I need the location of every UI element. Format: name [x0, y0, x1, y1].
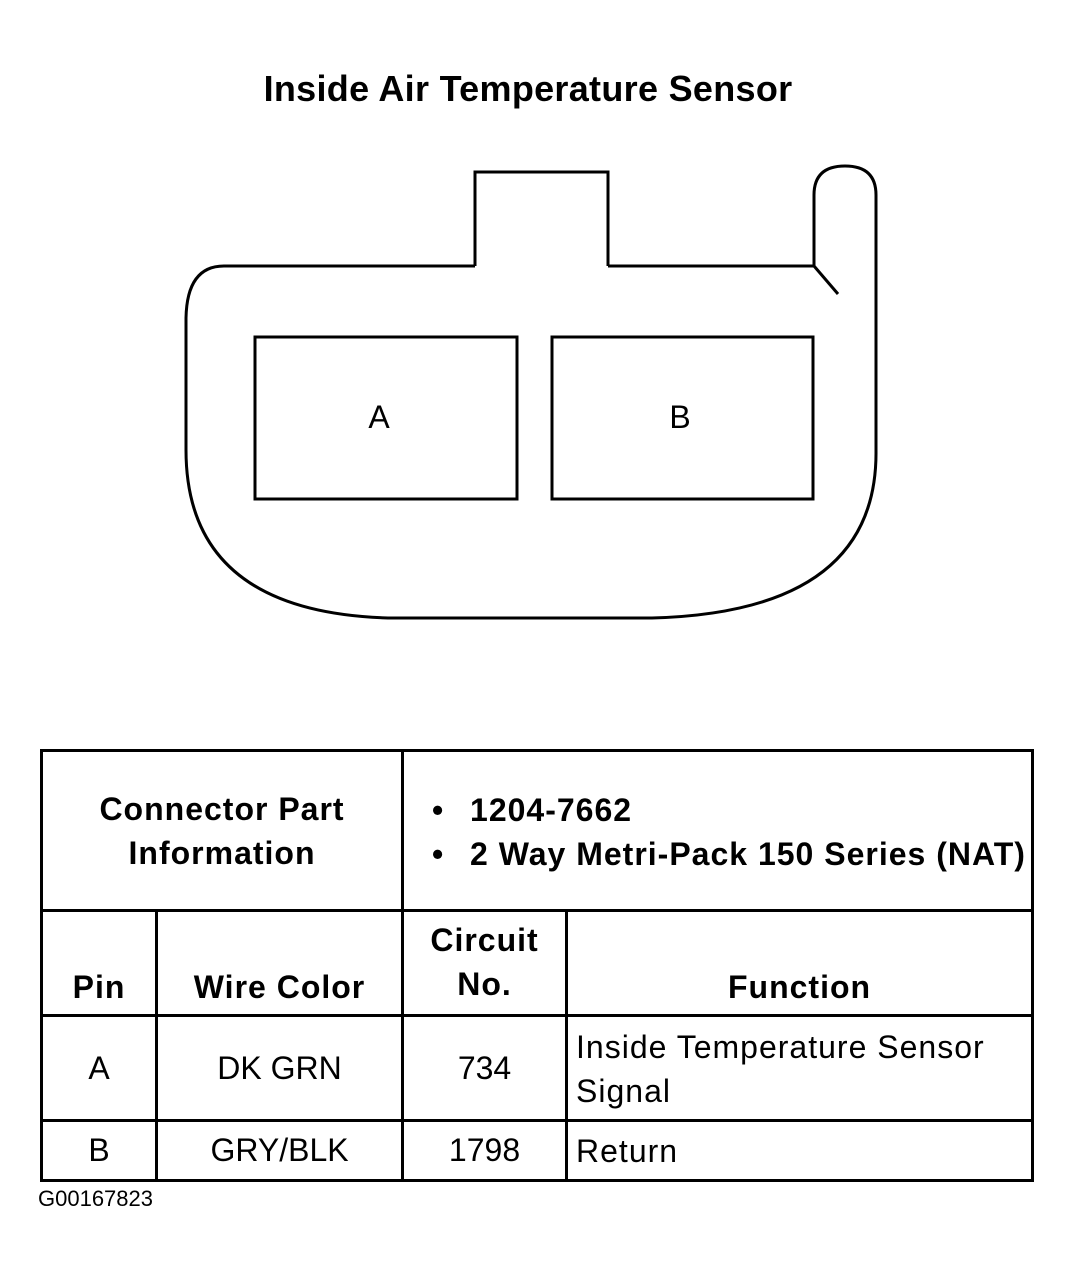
row-a-pin: A — [40, 1014, 158, 1122]
part-info-label: Connector Part Information — [39, 749, 405, 912]
part-series: 2 Way Metri-Pack 150 Series (NAT) — [432, 832, 1031, 876]
pin-cavity-b — [550, 335, 815, 501]
row-a-wire-color: DK GRN — [154, 1014, 405, 1122]
connector-top-tab — [473, 170, 610, 266]
row-b-wire-color: GRY/BLK — [154, 1119, 405, 1182]
part-number: 1204-7662 — [432, 788, 1031, 832]
pin-b-label: B — [669, 399, 690, 435]
connector-drawing: A B — [184, 164, 878, 620]
figure-id: G00167823 — [38, 1186, 153, 1211]
header-function: Function — [565, 909, 1035, 1017]
row-b-circuit: 1798 — [401, 1119, 569, 1182]
connector-latch-line — [812, 265, 840, 295]
connector-body — [184, 164, 878, 620]
pin-cavity-a — [253, 335, 519, 501]
part-info-row: Connector Part Information 1204-7662 2 W… — [39, 749, 1035, 912]
connector-info-table: Connector Part Information 1204-7662 2 W… — [39, 749, 1035, 1182]
table-row: B GRY/BLK 1798 Return — [40, 1119, 1035, 1182]
header-wire-color: Wire Color — [154, 909, 405, 1017]
header-circuit: Circuit No. — [401, 909, 569, 1017]
header-pin: Pin — [40, 909, 158, 1017]
row-a-function: Inside Temperature Sensor Signal — [565, 1014, 1035, 1122]
pin-a-label: A — [368, 399, 390, 435]
row-b-pin: B — [40, 1119, 158, 1182]
part-info-values: 1204-7662 2 Way Metri-Pack 150 Series (N… — [401, 749, 1035, 912]
table-row: A DK GRN 734 Inside Temperature Sensor S… — [40, 1014, 1035, 1122]
header-row: Pin Wire Color Circuit No. Function — [40, 909, 1035, 1017]
row-a-circuit: 734 — [401, 1014, 569, 1122]
row-b-function: Return — [565, 1119, 1035, 1182]
diagram-title: Inside Air Temperature Sensor — [263, 68, 793, 109]
